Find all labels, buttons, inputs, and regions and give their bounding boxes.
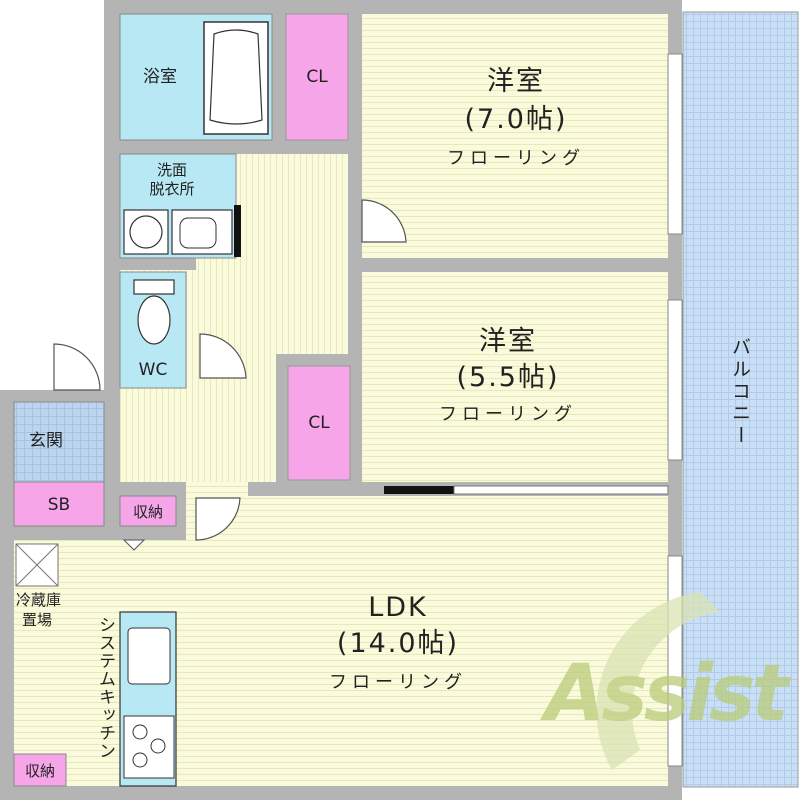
bedroom-1 — [362, 14, 668, 258]
fridge-label-1: 冷蔵庫 — [16, 591, 61, 609]
toilet-bowl — [137, 295, 171, 345]
sliding-door-ldk — [384, 486, 454, 494]
burner-3 — [132, 752, 148, 768]
bedroom-2-size: (5.5帖) — [456, 362, 559, 393]
bedroom-1-floor: フローリング — [447, 148, 585, 169]
burner-2 — [150, 738, 166, 754]
bedroom-1-size: (7.0帖) — [464, 104, 567, 135]
landing — [186, 482, 248, 498]
bathroom-label: 浴室 — [143, 67, 177, 87]
balcony-label: バルコニー — [729, 337, 751, 447]
storage-2-label: 収納 — [25, 762, 55, 780]
washing-machine — [123, 209, 169, 255]
entrance-door — [53, 343, 101, 391]
ldk-name: LDK — [368, 592, 428, 623]
shoe-box-label: SB — [48, 495, 70, 515]
washroom-label-1: 洗面 — [157, 161, 187, 179]
entrance-label: 玄関 — [29, 431, 63, 451]
storage-1 — [119, 495, 177, 527]
fridge-label-2: 置場 — [22, 611, 52, 629]
watermark-text: Assist — [539, 649, 791, 739]
bedroom-2-name: 洋室 — [479, 326, 537, 357]
washroom-label-2: 脱衣所 — [149, 180, 194, 198]
ldk-upper — [186, 496, 668, 546]
wash-basin-bowl — [179, 217, 217, 249]
bedroom-2-floor: フローリング — [439, 404, 577, 425]
closet-1 — [285, 13, 349, 141]
window-bedroom-1 — [667, 53, 683, 235]
washroom-door-frame — [234, 205, 241, 257]
sliding-door-ldk-2 — [453, 485, 669, 495]
storage-1-label: 収納 — [133, 503, 163, 521]
closet-2 — [287, 365, 351, 481]
burner-1 — [132, 724, 148, 740]
ldk-size: (14.0帖) — [337, 628, 459, 659]
bedroom-1-name: 洋室 — [487, 66, 545, 97]
ldk-floor: フローリング — [329, 672, 467, 693]
wc-label: WC — [139, 360, 168, 380]
door-ldk — [195, 497, 241, 541]
balcony — [682, 11, 799, 788]
kitchen-stove — [123, 715, 175, 779]
storage-2 — [13, 753, 67, 787]
closet-2-label: CL — [308, 413, 330, 433]
kitchen-sink — [127, 627, 171, 685]
closet-1-label: CL — [306, 67, 328, 87]
assist-watermark-logo: Assist — [539, 592, 795, 770]
bedroom-2 — [362, 272, 668, 482]
door-wc — [199, 333, 247, 379]
door-bedroom-1 — [361, 199, 407, 243]
door-storage — [122, 539, 146, 551]
washing-machine-drum — [129, 215, 163, 249]
shoe-box — [13, 481, 105, 527]
kitchen-label: システムキッチン — [95, 616, 115, 760]
fridge-space-cross — [15, 543, 59, 587]
toilet-tank — [133, 279, 175, 295]
window-bedroom-2 — [667, 299, 683, 461]
entrance — [13, 401, 105, 483]
bathtub-inner — [209, 29, 263, 125]
